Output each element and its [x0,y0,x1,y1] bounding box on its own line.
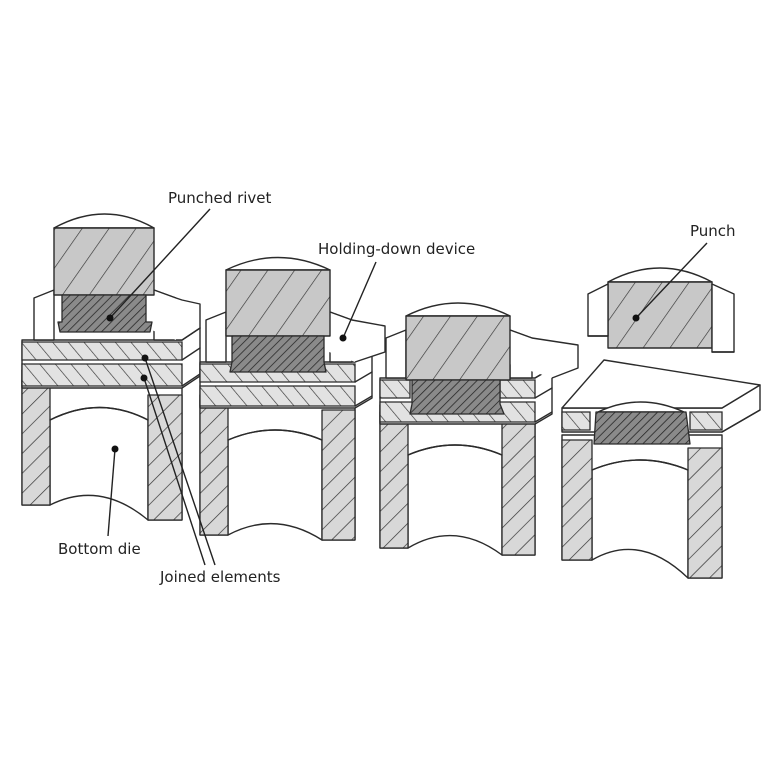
bottom-die-stage-1 [21,369,183,521]
bottom-die-stage-4 [561,434,723,579]
label-joined-elements: Joined elements [140,354,281,586]
bottom-die-stage-2 [199,394,356,541]
label-punched-rivet: Punched rivet [106,189,272,322]
punch-stage-4 [587,267,735,353]
label-punch: Punch [632,222,736,322]
punched-rivet-stage-2 [229,335,327,373]
punch-stage-1 [53,213,155,296]
stage-1 [21,213,201,521]
stage-3 [379,302,579,556]
label-holding-down-device: Holding-down device [318,240,475,342]
stage-4 [561,267,761,579]
bottom-die-label: Bottom die [58,540,141,558]
stage-2 [199,256,386,541]
bottom-die-stage-3 [379,404,536,556]
punch-label: Punch [690,222,736,240]
punched-rivet-stage-3 [409,379,505,415]
punch-stage-2 [225,256,331,337]
label-bottom-die: Bottom die [58,445,141,558]
punched-rivet-label: Punched rivet [168,189,272,207]
punched-rivet-stage-1 [57,294,153,333]
joined-elements-label: Joined elements [159,568,281,586]
punched-rivet-stage-4 [593,401,691,445]
holding-down-device-label: Holding-down device [318,240,475,258]
joined-elements-stage-1 [21,327,201,389]
punch-stage-3 [405,302,511,381]
